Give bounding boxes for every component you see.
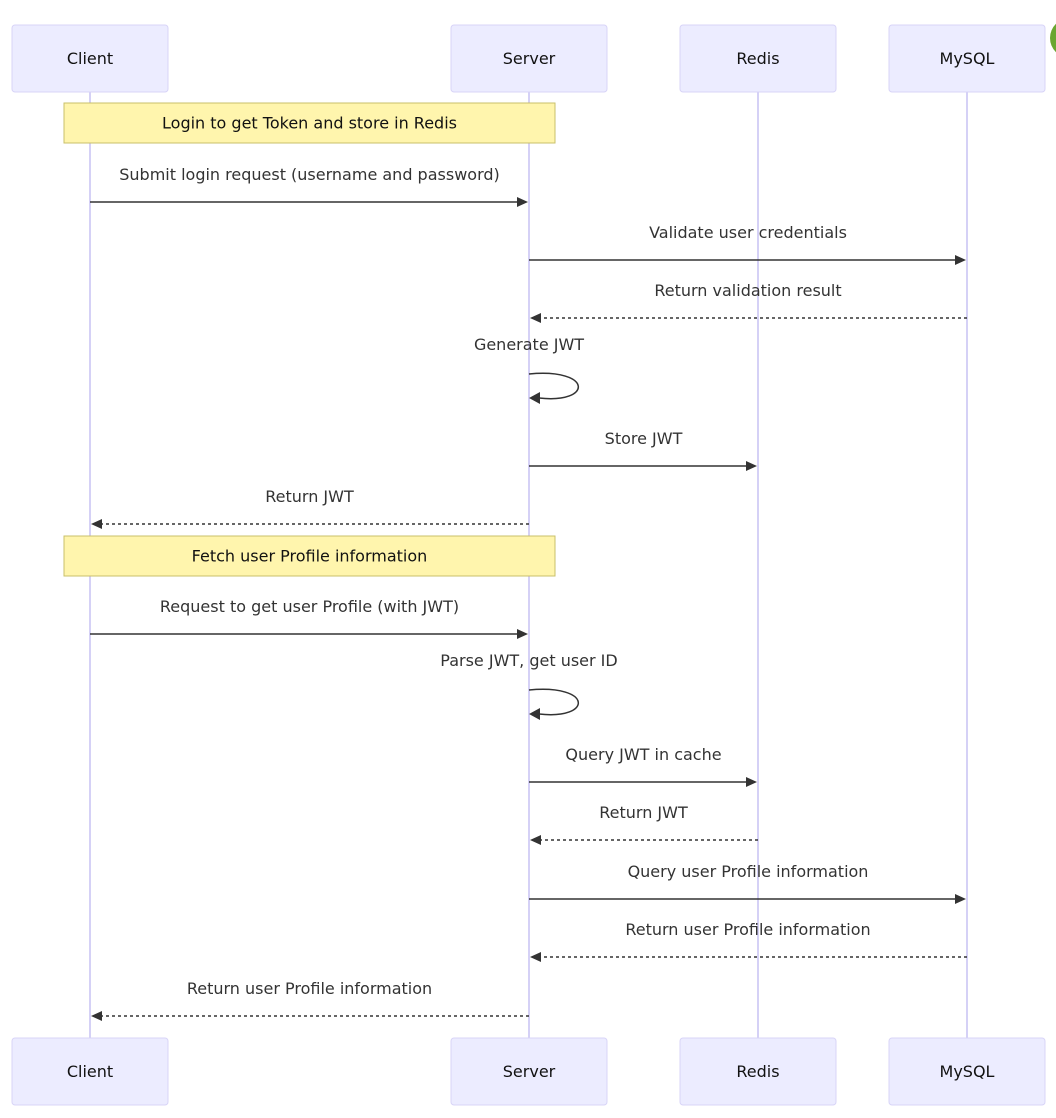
actor-box (679, 24, 837, 93)
actor-box (888, 1037, 1046, 1106)
actor-box (888, 24, 1046, 93)
actor-label: MySQL (940, 49, 995, 68)
actor-label: Client (67, 1062, 113, 1081)
message: Generate JWT (474, 335, 584, 404)
actor-label: Redis (736, 49, 779, 68)
message: Request to get user Profile (with JWT) (90, 597, 528, 639)
arrowhead-icon (530, 313, 541, 323)
arrowhead-icon (530, 835, 541, 845)
message: Query JWT in cache (529, 745, 757, 787)
message-label: Query user Profile information (628, 862, 869, 881)
arrowhead-icon (530, 952, 541, 962)
actor-redis-bottom: Redis (679, 1037, 837, 1106)
actors-top: Client Server Redis MySQL (11, 24, 1046, 93)
actor-label: Server (503, 49, 556, 68)
arrowhead-icon (955, 255, 966, 265)
message-label: Request to get user Profile (with JWT) (160, 597, 459, 616)
note: Fetch user Profile information (63, 535, 556, 577)
actor-server-bottom: Server (450, 1037, 608, 1106)
message-loop (528, 688, 580, 716)
message-label: Store JWT (605, 429, 683, 448)
corner-badge-icon (1050, 23, 1056, 53)
note-label: Login to get Token and store in Redis (162, 114, 457, 133)
message: Return validation result (530, 281, 967, 323)
arrowhead-icon (746, 461, 757, 471)
actors-bottom: Client Server Redis MySQL (11, 1037, 1046, 1106)
message-label: Submit login request (username and passw… (119, 165, 500, 184)
actor-box (11, 1037, 169, 1106)
arrowhead-icon (529, 392, 540, 404)
message-label: Return user Profile information (625, 920, 870, 939)
arrowhead-icon (529, 708, 540, 720)
actor-mysql-bottom: MySQL (888, 1037, 1046, 1106)
arrowhead-icon (517, 629, 528, 639)
arrowhead-icon (91, 1011, 102, 1021)
actor-redis-top: Redis (679, 24, 837, 93)
message: Submit login request (username and passw… (90, 165, 528, 207)
message: Parse JWT, get user ID (440, 651, 618, 720)
actor-box (11, 24, 169, 93)
actor-label: Server (503, 1062, 556, 1081)
message-label: Return user Profile information (187, 979, 432, 998)
message: Return JWT (530, 803, 758, 845)
actor-label: Client (67, 49, 113, 68)
arrowhead-icon (91, 519, 102, 529)
messages: Submit login request (username and passw… (90, 165, 967, 1021)
message-label: Return JWT (599, 803, 688, 822)
actor-box (450, 24, 608, 93)
message-label: Parse JWT, get user ID (440, 651, 617, 670)
note-box (63, 102, 556, 144)
arrowhead-icon (746, 777, 757, 787)
message: Query user Profile information (529, 862, 966, 904)
message-label: Return JWT (265, 487, 354, 506)
actor-box (450, 1037, 608, 1106)
message: Validate user credentials (529, 223, 966, 265)
message-label: Query JWT in cache (565, 745, 721, 764)
message: Return JWT (91, 487, 529, 529)
notes: Login to get Token and store in RedisFet… (63, 102, 556, 577)
message: Return user Profile information (91, 979, 529, 1021)
arrowhead-icon (955, 894, 966, 904)
actor-label: Redis (736, 1062, 779, 1081)
message-label: Validate user credentials (649, 223, 847, 242)
actor-client-bottom: Client (11, 1037, 169, 1106)
arrowhead-icon (517, 197, 528, 207)
message-label: Return validation result (654, 281, 841, 300)
message: Store JWT (529, 429, 757, 471)
note-box (63, 535, 556, 577)
message-loop (528, 372, 580, 400)
actor-client-top: Client (11, 24, 169, 93)
note-label: Fetch user Profile information (192, 547, 428, 566)
message: Return user Profile information (530, 920, 967, 962)
message-label: Generate JWT (474, 335, 584, 354)
actor-label: MySQL (940, 1062, 995, 1081)
actor-box (679, 1037, 837, 1106)
actor-server-top: Server (450, 24, 608, 93)
note: Login to get Token and store in Redis (63, 102, 556, 144)
actor-mysql-top: MySQL (888, 24, 1046, 93)
